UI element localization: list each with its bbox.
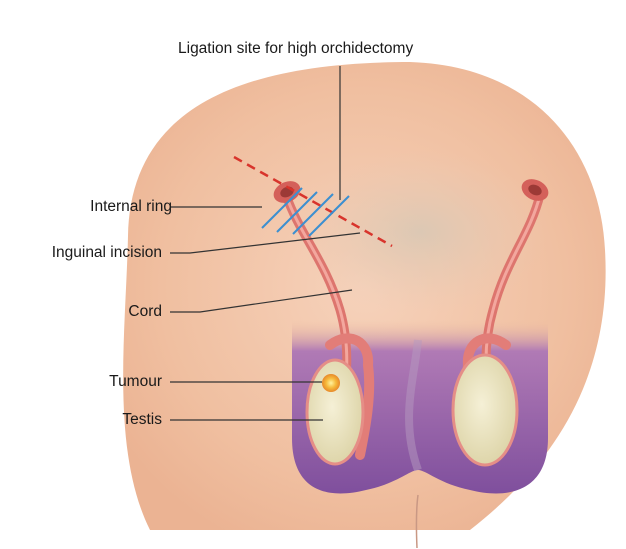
tumour bbox=[322, 374, 340, 392]
label-cord: Cord bbox=[128, 303, 162, 321]
right-testis bbox=[453, 355, 517, 465]
label-internal-ring: Internal ring bbox=[90, 198, 172, 216]
label-tumour: Tumour bbox=[109, 373, 162, 391]
label-inguinal-incision: Inguinal incision bbox=[52, 244, 162, 262]
label-ligation-site: Ligation site for high orchidectomy bbox=[178, 40, 413, 58]
label-testis: Testis bbox=[122, 411, 162, 429]
